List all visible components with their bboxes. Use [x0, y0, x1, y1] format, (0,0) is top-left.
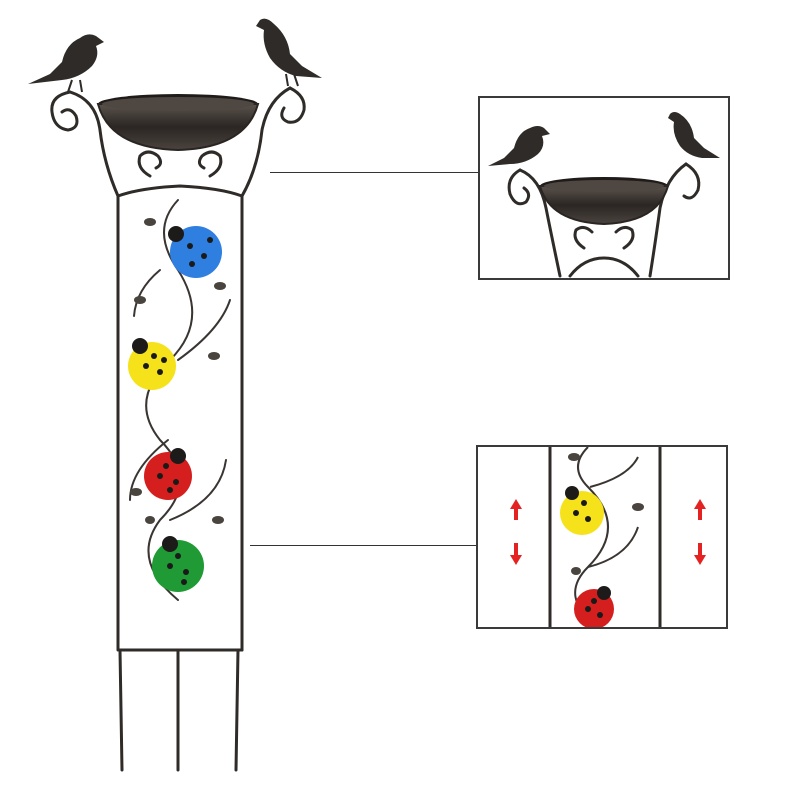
bird-left: [28, 34, 104, 93]
detail-panel-ladybugs: [476, 445, 728, 629]
detail-panel-birds-bowl: [478, 96, 730, 280]
bird-left-closeup: [488, 126, 550, 166]
bird-right-closeup: [668, 112, 720, 158]
callout-leader-top: [270, 172, 478, 173]
ladybug-green: [152, 536, 204, 592]
ladybug-red: [144, 448, 192, 500]
bowl-closeup: [538, 177, 670, 226]
bird-right: [256, 18, 322, 87]
callout-leader-bottom: [250, 545, 476, 546]
up-arrow-icon: [510, 499, 706, 520]
scroll-arms: [50, 86, 306, 198]
trellis-frame: [116, 194, 244, 772]
ladybug-red-closeup: [574, 586, 614, 627]
leaves: [130, 218, 226, 524]
ladybugs-closeup: [510, 447, 706, 627]
down-arrow-icon: [510, 543, 706, 565]
birds-bowl-closeup: [488, 112, 720, 278]
ladybug-yellow-closeup: [560, 486, 604, 535]
bird-bath-bowl: [96, 94, 260, 152]
ladybug-blue: [168, 226, 222, 278]
ladybug-yellow: [128, 338, 176, 390]
